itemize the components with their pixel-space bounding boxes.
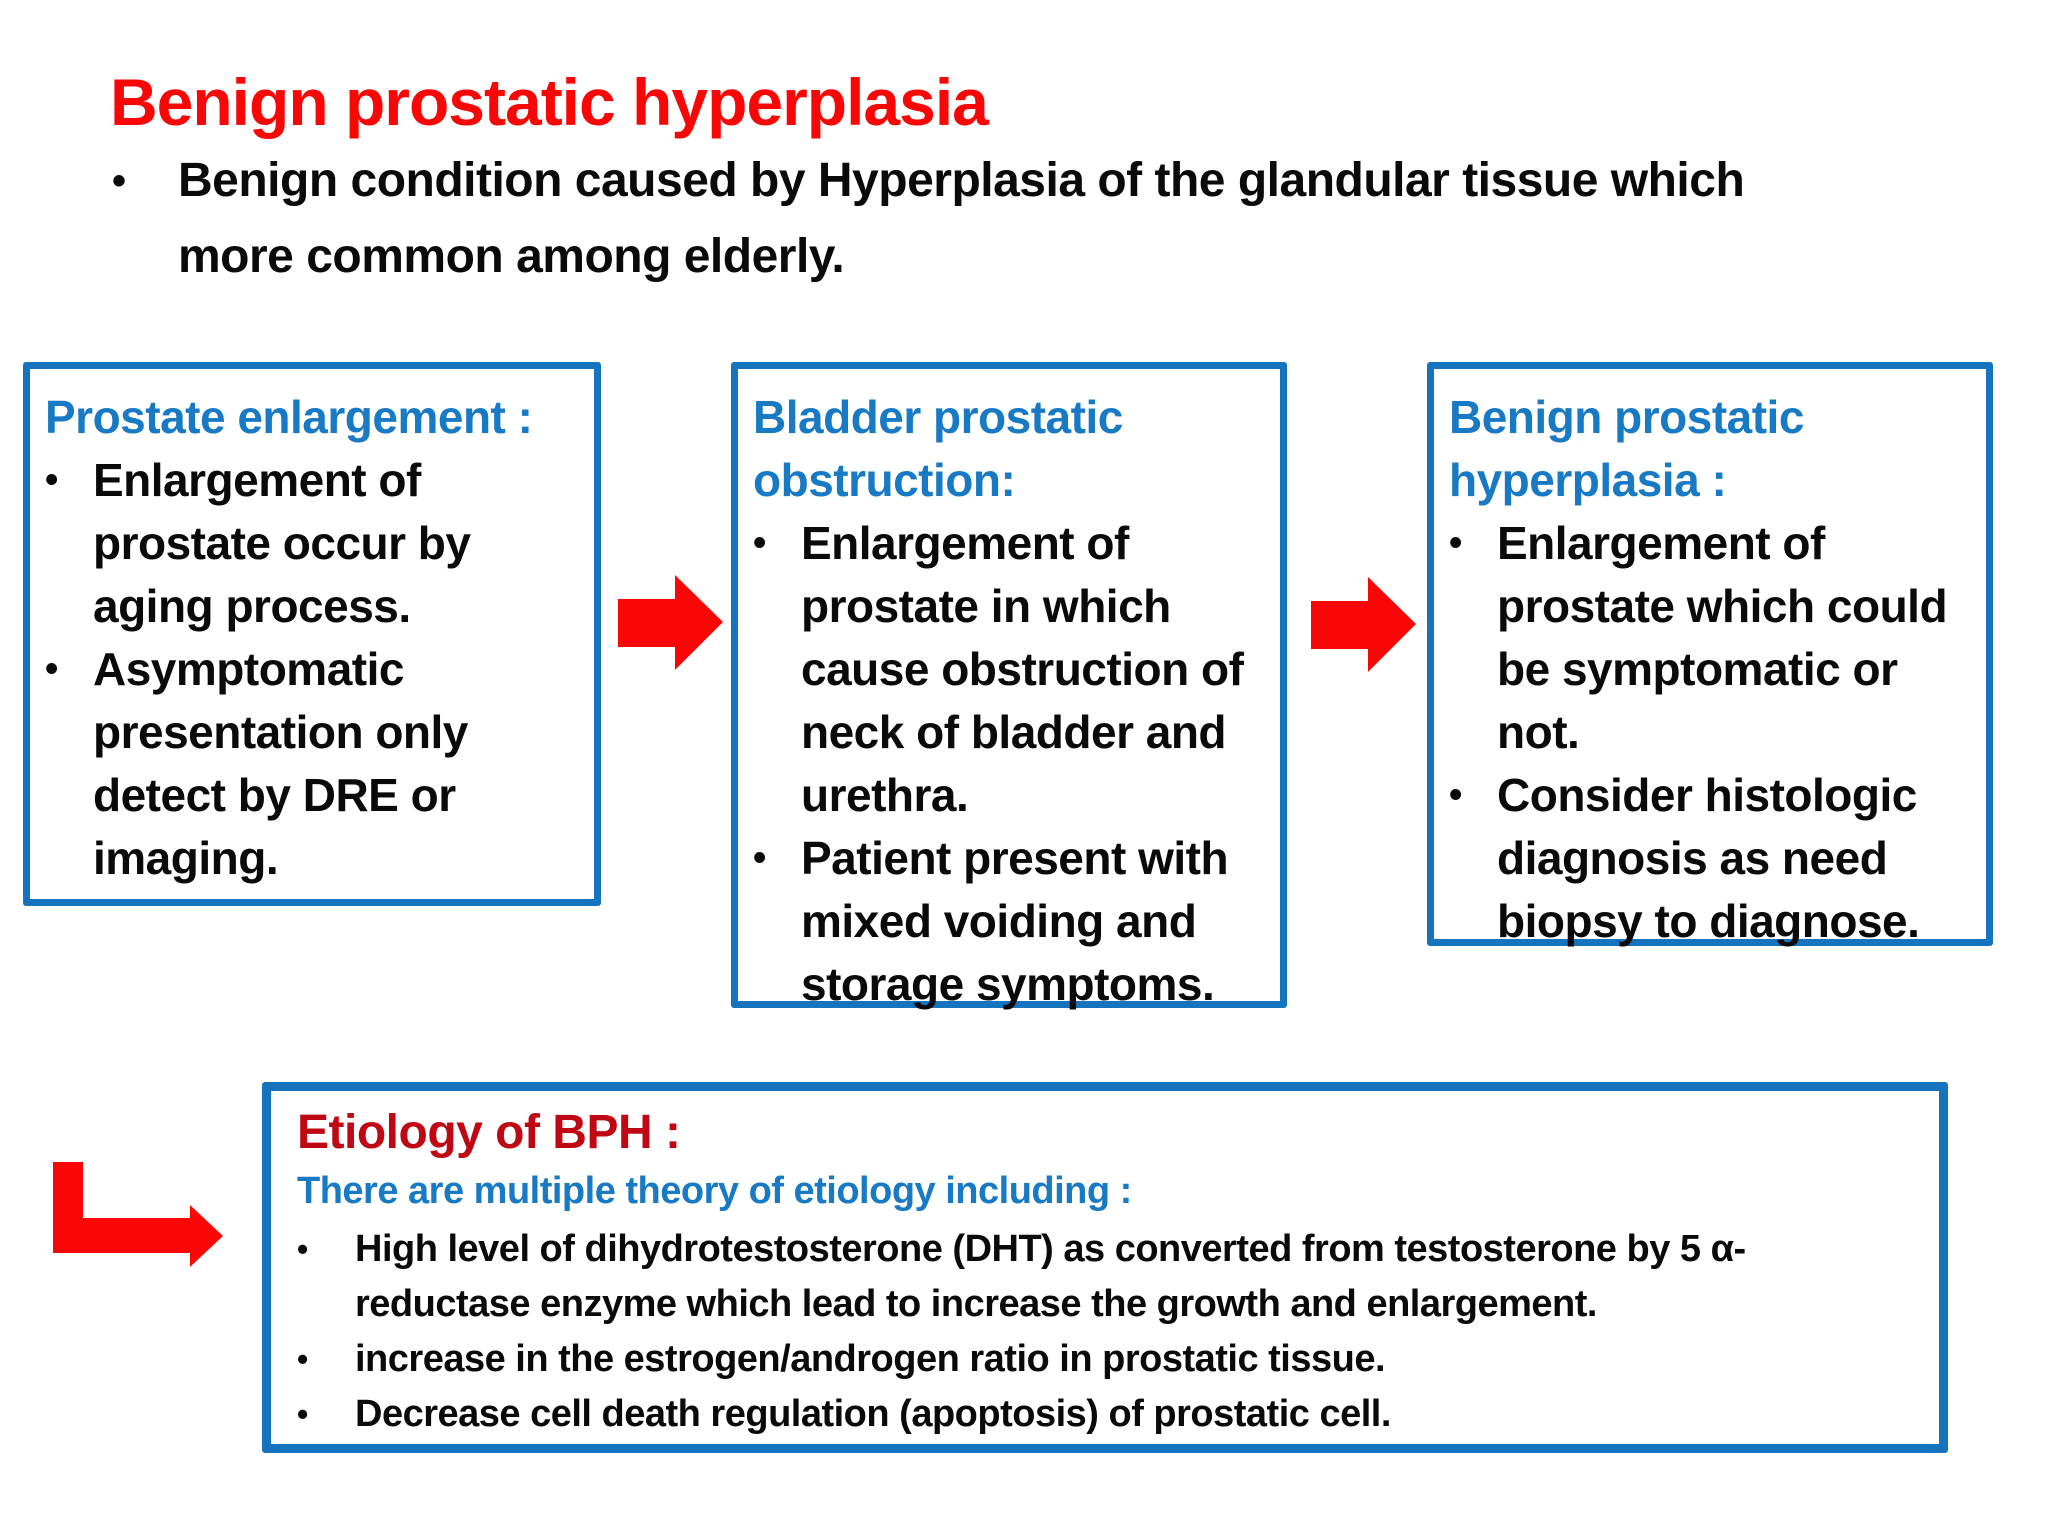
etiology-box: Etiology of BPH : There are multiple the… [262,1082,1948,1453]
box-bullet-text: Enlargement of prostate occur by aging p… [93,454,471,632]
box-bullet-text: Asymptomatic presentation only detect by… [93,643,468,884]
etiology-bullet: Decrease cell death regulation (apoptosi… [297,1387,1919,1442]
flow-box-bladder-prostatic-obstruction: Bladder prostatic obstruction: Enlargeme… [731,362,1287,1010]
box-header: Benign prostatic hyperplasia : [1449,391,1804,506]
bullet-dot-icon [297,1332,355,1387]
etiology-bullet-text: Decrease cell death regulation (apoptosi… [355,1393,1391,1435]
bullet-dot-icon [112,143,178,219]
etiology-header: Etiology of BPH : [297,1106,681,1159]
box-bullet-text: Consider histologic diagnosis as need bi… [1497,769,1920,947]
etiology-bullet: increase in the estrogen/androgen ratio … [297,1332,1919,1387]
bullet-dot-icon [45,638,93,701]
box-bullet-text: Enlargement of prostate in which cause o… [801,517,1244,821]
flow-arrow-right-icon [1311,577,1416,672]
box-bullet-text: Patient present with mixed voiding and s… [801,832,1229,1010]
etiology-bullet-text: High level of dihydrotestosterone (DHT) … [355,1228,1746,1325]
elbow-arrow-icon [53,1162,223,1268]
etiology-bullet-text: increase in the estrogen/androgen ratio … [355,1338,1386,1380]
arrow-head [1368,577,1416,672]
box-bullet: Consider histologic diagnosis as need bi… [1449,764,1976,953]
etiology-subheader: There are multiple theory of etiology in… [297,1170,1132,1212]
box-bullet: Enlargement of prostate in which cause o… [753,512,1270,827]
flow-box-benign-prostatic-hyperplasia: Benign prostatic hyperplasia : Enlargeme… [1427,362,1993,947]
box-bullet: Enlargement of prostate which could be s… [1449,512,1976,764]
box-header: Bladder prostatic obstruction: [753,391,1123,506]
box-bullet: Patient present with mixed voiding and s… [753,827,1270,1016]
elbow-arrow-head [190,1205,223,1267]
arrow-head [675,575,723,670]
intro-bullet-text: Benign condition caused by Hyperplasia o… [178,154,1745,283]
bullet-dot-icon [1449,512,1497,575]
intro-bullet: Benign condition caused by Hyperplasia o… [112,143,1848,295]
page-title: Benign prostatic hyperplasia [110,65,989,139]
bullet-dot-icon [297,1222,355,1277]
bullet-dot-icon [753,512,801,575]
bullet-dot-icon [1449,764,1497,827]
box-header: Prostate enlargement : [45,391,533,443]
box-bullet: Asymptomatic presentation only detect by… [45,638,584,890]
flow-box-prostate-enlargement: Prostate enlargement : Enlargement of pr… [23,362,601,906]
etiology-bullet: High level of dihydrotestosterone (DHT) … [297,1222,1919,1332]
arrow-tail [618,599,676,647]
bullet-dot-icon [45,449,93,512]
box-bullet-text: Enlargement of prostate which could be s… [1497,517,1948,758]
arrow-tail [1311,601,1369,649]
bullet-dot-icon [753,827,801,890]
flow-arrow-right-icon [618,575,723,670]
elbow-arrow-horizontal [53,1218,191,1253]
bullet-dot-icon [297,1387,355,1442]
box-bullet: Enlargement of prostate occur by aging p… [45,449,584,638]
